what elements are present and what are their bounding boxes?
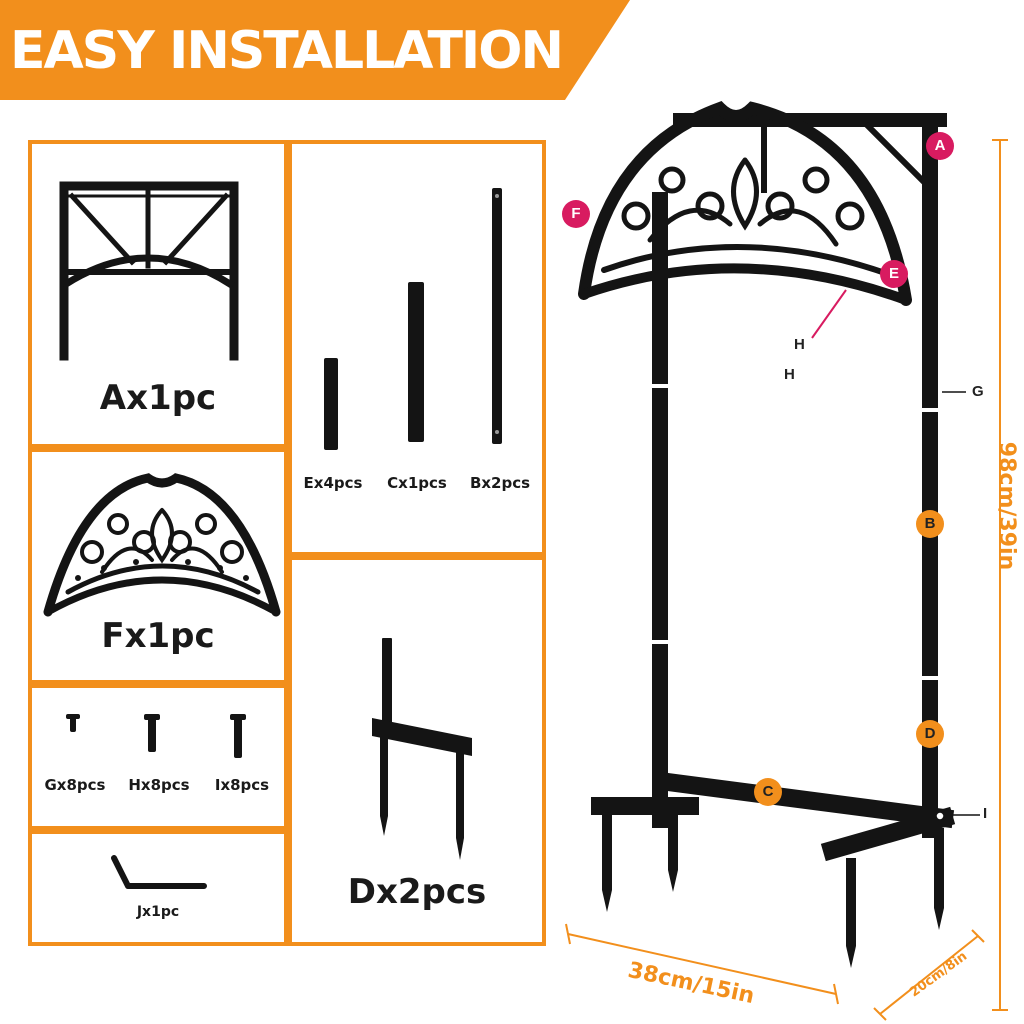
part-c-label: Cx1pcs — [387, 474, 447, 492]
callout-d: D — [916, 720, 944, 748]
callout-i: I — [983, 805, 988, 822]
part-i-label: Ix8pcs — [214, 776, 270, 794]
height-dimension: 98cm/39in — [994, 441, 1019, 571]
callout-e: E — [880, 260, 908, 288]
panel-screws: Gx8pcs Hx8pcs Ix8pcs — [28, 684, 288, 830]
callout-b: B — [916, 510, 944, 538]
part-a-label: Ax1pc — [99, 378, 217, 418]
panel-part-j: Jx1pc — [28, 830, 288, 946]
panel-part-a: Ax1pc — [28, 140, 288, 448]
frame-a-image — [59, 181, 239, 361]
part-b-label: Bx2pcs — [469, 474, 531, 492]
panel-parts-ecb: Ex4pcs Cx1pcs Bx2pcs — [288, 140, 546, 556]
ground-stake-image — [372, 638, 472, 860]
header-banner: EASY INSTALLATION — [0, 0, 1024, 100]
part-g-label: Gx8pcs — [44, 776, 106, 794]
allen-key-image — [111, 855, 207, 889]
part-d-label: Dx2pcs — [347, 872, 487, 912]
callout-a: A — [926, 132, 954, 160]
tubes-image — [324, 188, 502, 450]
part-f-label: Fx1pc — [101, 616, 215, 656]
part-j-label: Jx1pc — [136, 904, 180, 920]
panel-part-d: Dx2pcs — [288, 556, 546, 946]
callout-h-1: H — [794, 336, 805, 353]
callout-f: F — [562, 200, 590, 228]
hose-holder-image — [43, 473, 281, 617]
banner-title: EASY INSTALLATION — [10, 21, 564, 81]
callout-c: C — [754, 778, 782, 806]
callout-g: G — [972, 383, 984, 400]
part-e-label: Ex4pcs — [303, 474, 363, 492]
callout-h-2: H — [784, 366, 795, 383]
banner-shape — [0, 0, 630, 100]
panel-part-f: Fx1pc — [28, 448, 288, 684]
screws-image — [66, 714, 246, 758]
part-h-label: Hx8pcs — [128, 776, 190, 794]
